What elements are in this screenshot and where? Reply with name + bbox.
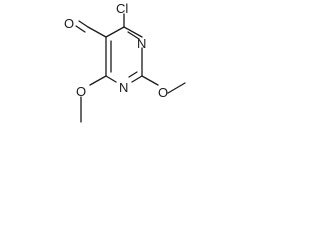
ring-bond-c6-n1-double [127, 31, 140, 40]
bond-cho-o [78, 20, 89, 28]
ring-bond-c2-n3-double [128, 71, 138, 78]
atom-label-n-bottom: N [119, 80, 128, 95]
ring-bond-c2-n3 [131, 75, 143, 83]
atom-label-cl: Cl [116, 1, 128, 16]
molecule-structure: Cl N N O O O [64, 1, 186, 123]
ring-bond-c6-n1 [123, 26, 143, 38]
atom-label-n-top: N [137, 36, 146, 51]
atom-label-o-aldehyde: O [64, 16, 74, 31]
bond-cho-o-double [75, 25, 86, 33]
ring-bond-c5-c6 [105, 26, 125, 38]
structure-canvas: Cl N N O O O [0, 0, 218, 138]
atom-label-o-methoxy-left: O [76, 84, 86, 99]
bond-o-ch3-right [167, 82, 186, 94]
bond-c5-cho [87, 26, 107, 38]
bond-c4-o [89, 75, 107, 86]
ring-bond-n3-c4 [105, 75, 117, 83]
atom-label-o-methoxy-right: O [158, 85, 168, 100]
bond-c2-o [141, 75, 159, 86]
